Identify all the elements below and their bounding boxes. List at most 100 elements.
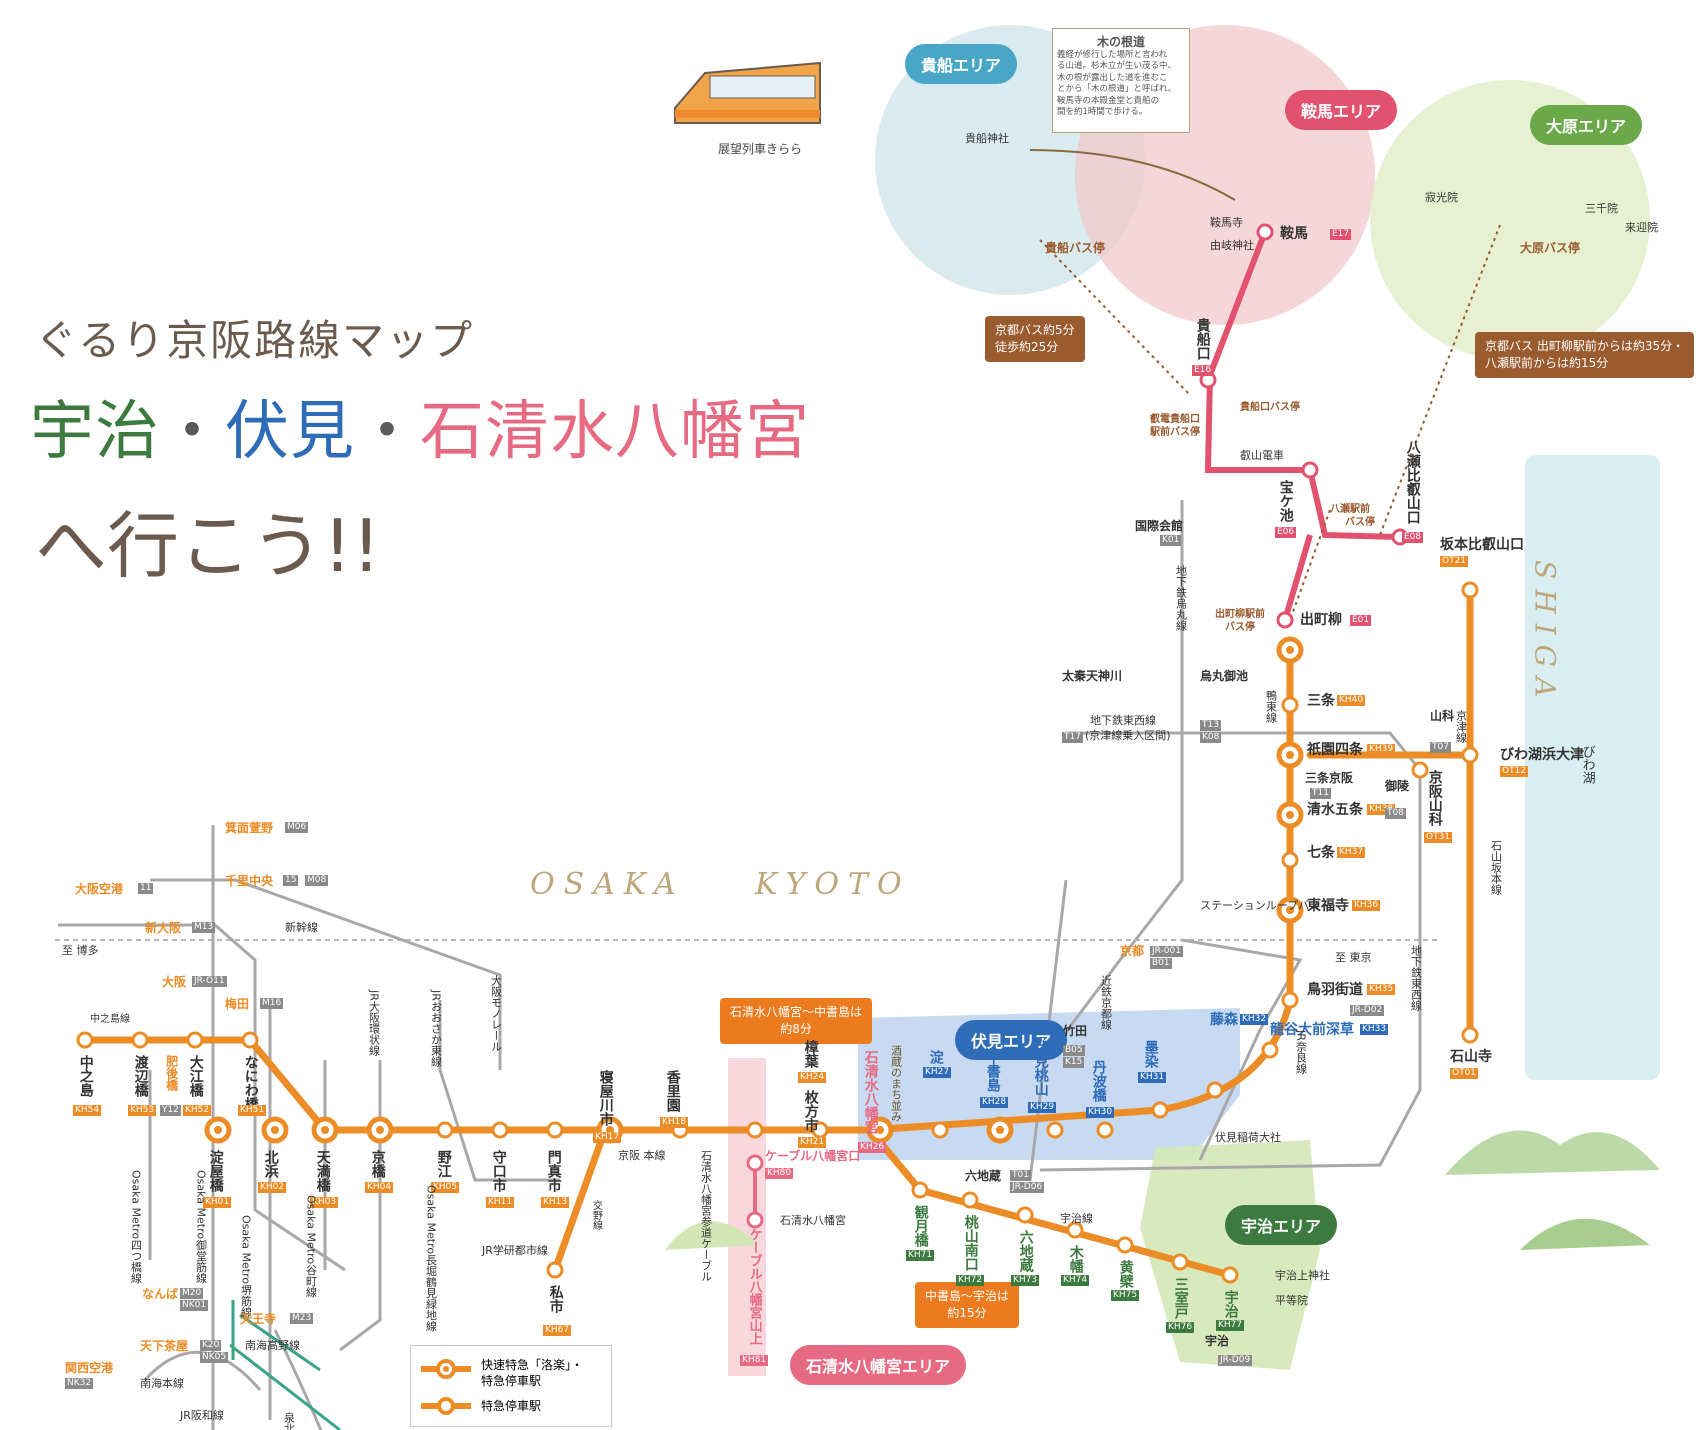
station-code: KH67 — [543, 1325, 572, 1336]
station-label: 石清水八幡宮 — [862, 1050, 879, 1134]
mountain-decoration — [1520, 1218, 1650, 1250]
station-label: 宇治 — [1222, 1290, 1239, 1318]
fushimi-area-label: 伏見エリア — [955, 1020, 1068, 1060]
station-marker-inner — [996, 1126, 1004, 1134]
line-label: Osaka Metro谷町線 — [304, 1195, 318, 1298]
line-label: JRおおさか東線 — [429, 990, 443, 1067]
station-marker — [1066, 1221, 1084, 1239]
sight-label: 三千院 — [1585, 202, 1618, 215]
station-label: 渡辺橋 — [132, 1055, 149, 1097]
station-marker — [931, 1121, 949, 1139]
station-marker — [1461, 746, 1479, 764]
station-code: KH40 — [1337, 695, 1366, 706]
station-code: KH27 — [923, 1067, 952, 1078]
title-go: へ行こう!! — [35, 504, 381, 588]
station-code: T17 — [1062, 732, 1083, 743]
station-code: KH75 — [1111, 1290, 1140, 1301]
station-marker — [1206, 1081, 1224, 1099]
other-station-label: 宇治 — [1205, 1334, 1230, 1348]
line-label: 至 博多 — [62, 944, 99, 957]
ohara-area-bg — [1370, 80, 1650, 360]
station-code: KH80 — [765, 1168, 794, 1179]
station-code: KH03 — [310, 1197, 339, 1208]
osaka-station-label: 関西空港 — [65, 1361, 114, 1375]
station-code: KH73 — [1011, 1275, 1040, 1286]
station-code: M08 — [305, 875, 329, 886]
kinone-line: 鞍馬寺の本殿金堂と貴船の — [1057, 95, 1160, 106]
kinone-path — [1029, 149, 1236, 201]
station-marker-inner — [376, 1126, 384, 1134]
station-marker-inner — [214, 1126, 222, 1134]
region-shiga: SHIGA — [1528, 560, 1562, 708]
bus-stop-label: 貴船バス停 — [1045, 241, 1106, 255]
legend: 快速特急「洛楽」・特急停車駅 特急停車駅 — [410, 1345, 612, 1427]
station-label: 墨染 — [1142, 1040, 1159, 1068]
sight-label: 来迎院 — [1625, 221, 1658, 234]
station-code: KH81 — [740, 1355, 769, 1366]
note-line: 京都バス 出町柳駅前からは約35分・ — [1485, 339, 1685, 353]
osaka-station-label: なんば — [142, 1287, 179, 1301]
station-label: 七条 — [1307, 845, 1335, 861]
station-code: KH21 — [798, 1137, 827, 1148]
station-code: T01 — [1010, 1170, 1031, 1181]
station-marker — [961, 1191, 979, 1209]
osaka-station-label: 天王寺 — [240, 1312, 277, 1326]
line-label: 大阪モノレール — [489, 975, 503, 1052]
station-marker — [546, 1261, 564, 1279]
station-label: 藤森 — [1210, 1012, 1238, 1028]
station-code: M13 — [192, 922, 216, 933]
mountain-decoration — [665, 1221, 760, 1250]
osaka-station-label: 天下茶屋 — [140, 1339, 189, 1353]
sight-label: 寂光院 — [1425, 191, 1458, 204]
station-marker-inner — [1286, 906, 1294, 914]
sight-label: 平等院 — [1275, 1294, 1308, 1307]
main-title: 宇治・伏見・石清水八幡宮 — [30, 400, 810, 464]
kinone-box: 木の根道 義経が修行した場所と言われる山道。杉木立が生い茂る中、木の根が露出した… — [1052, 28, 1190, 133]
kinone-title: 木の根道 — [1096, 35, 1145, 49]
sight-label: 石清水八幡宮 — [780, 1214, 846, 1227]
note-line: 中書島〜宇治は — [925, 1289, 1010, 1303]
station-code: E08 — [1402, 532, 1424, 543]
osaka-station-label: 梅田 — [225, 997, 250, 1011]
line-label: 叡山電車 — [1240, 449, 1284, 462]
station-marker — [1301, 461, 1319, 479]
station-code: M06 — [285, 822, 309, 833]
title-uji: 宇治 — [30, 395, 160, 469]
station-marker-inner — [1286, 646, 1294, 654]
line-label: 南海本線 — [140, 1377, 184, 1390]
note-line: 八瀬駅前からは約15分 — [1485, 355, 1609, 370]
station-code: KH54 — [73, 1105, 102, 1116]
station-label: 八瀬比叡山口 — [1404, 440, 1421, 524]
other-station-label: 三条京阪 — [1305, 771, 1354, 785]
station-label: 三条 — [1307, 693, 1335, 709]
station-code: KH33 — [1360, 1024, 1389, 1035]
station-label: 中之島 — [77, 1055, 94, 1097]
station-marker — [1151, 1101, 1169, 1119]
station-label: 寝屋川市 — [597, 1070, 614, 1126]
station-code: OT21 — [1440, 556, 1469, 567]
station-code: KH51 — [238, 1105, 267, 1116]
station-code: KH29 — [1028, 1102, 1057, 1113]
other-station-label: 京都 — [1120, 944, 1145, 958]
station-marker — [1276, 611, 1294, 629]
station-code: KH35 — [1367, 984, 1396, 995]
station-marks — [76, 223, 1479, 1284]
station-code: OT01 — [1450, 1068, 1479, 1079]
legend-line: 快速特急「洛楽」・ — [481, 1358, 584, 1372]
legend-tokkyu: 特急停車駅 — [481, 1399, 542, 1413]
station-code: KH02 — [258, 1182, 287, 1193]
station-marker — [1256, 223, 1274, 241]
station-marker — [76, 1031, 94, 1049]
line-label: Osaka Metro御堂筋線 — [194, 1170, 208, 1284]
station-code: K08 — [1200, 732, 1222, 743]
eizan-line — [1204, 230, 1401, 621]
station-code: K20 — [200, 1340, 222, 1351]
osaka-station-label: 箕面萱野 — [225, 821, 274, 835]
line-label: ステーションループバス — [1200, 899, 1321, 912]
station-marker — [1016, 1206, 1034, 1224]
line-label: 鴨東線 — [1264, 690, 1278, 723]
uji-area-label: 宇治エリア — [1225, 1205, 1338, 1245]
kinone-body: 義経が修行した場所と言われる山道。杉木立が生い茂る中、木の根が露出した道を進むこ… — [1057, 50, 1185, 119]
station-label: 桃山南口 — [962, 1215, 979, 1271]
station-code: JR-D02 — [1350, 1005, 1385, 1016]
